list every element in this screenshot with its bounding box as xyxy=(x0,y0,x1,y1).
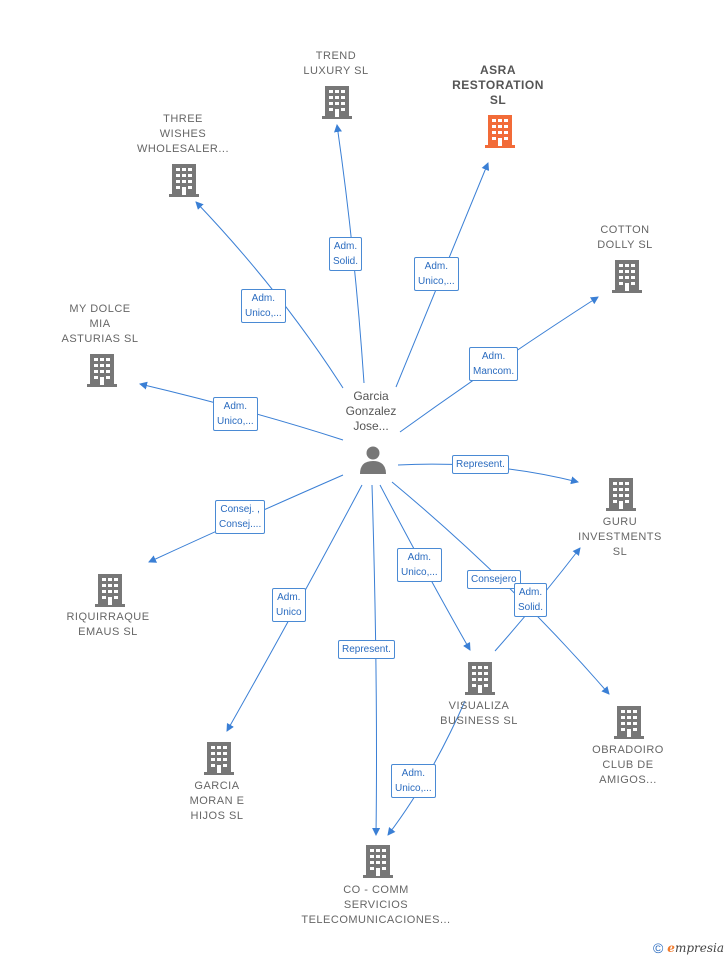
building-icon[interactable] xyxy=(94,572,126,613)
edge-label-garcia[interactable]: Adm. Unico xyxy=(272,588,306,622)
edge-label-asra[interactable]: Adm. Unico,... xyxy=(414,257,459,291)
edge-label-riquirraque[interactable]: Consej. , Consej.... xyxy=(215,500,266,534)
company-label-asra[interactable]: ASRA RESTORATION SL xyxy=(452,63,544,107)
company-label-three[interactable]: THREE WISHES WHOLESALER... xyxy=(136,113,230,155)
building-icon[interactable] xyxy=(321,84,353,125)
building-icon[interactable] xyxy=(362,843,394,884)
edge-label-mydolce[interactable]: Adm. Unico,... xyxy=(213,397,258,431)
company-label-visualiza[interactable]: VISUALIZA BUSINESS SL xyxy=(440,700,518,727)
edge-label-obradoiro[interactable]: Consejero xyxy=(467,570,521,589)
person-name[interactable]: Garcia Gonzalez Jose... xyxy=(345,389,397,433)
company-label-cotton[interactable]: COTTON DOLLY SL xyxy=(597,224,653,251)
building-icon[interactable] xyxy=(203,740,235,781)
building-icon[interactable] xyxy=(613,704,645,745)
edge-label-vis-guru[interactable]: Adm. Solid. xyxy=(514,583,548,617)
edge-label-vis-cocomm[interactable]: Adm. Unico,... xyxy=(391,764,436,798)
company-label-trend[interactable]: TREND LUXURY SL xyxy=(303,50,369,77)
empresia-logo: empresia xyxy=(667,941,724,955)
edge-label-trend[interactable]: Adm. Solid. xyxy=(329,237,363,271)
company-label-guru[interactable]: GURU INVESTMENTS SL xyxy=(578,516,662,558)
building-icon[interactable] xyxy=(484,113,516,154)
company-label-mydolce[interactable]: MY DOLCE MIA ASTURIAS SL xyxy=(61,303,139,345)
edge-label-three[interactable]: Adm. Unico,... xyxy=(241,289,286,323)
edge-label-cocomm[interactable]: Represent. xyxy=(338,640,395,659)
building-icon[interactable] xyxy=(464,660,496,701)
edge-label-visualiza[interactable]: Adm. Unico,... xyxy=(397,548,442,582)
edge-label-guru[interactable]: Represent. xyxy=(452,455,509,474)
company-label-garcia[interactable]: GARCIA MORAN E HIJOS SL xyxy=(189,780,245,822)
copyright-icon: © xyxy=(652,940,664,956)
footer-brand: © empresia xyxy=(653,940,724,956)
building-icon[interactable] xyxy=(168,162,200,203)
building-icon[interactable] xyxy=(605,476,637,517)
person-icon[interactable] xyxy=(358,445,388,480)
company-label-obradoiro[interactable]: OBRADOIRO CLUB DE AMIGOS... xyxy=(592,744,664,786)
company-label-cocomm[interactable]: CO - COMM SERVICIOS TELECOMUNICACIONES..… xyxy=(301,884,451,926)
building-icon[interactable] xyxy=(611,258,643,299)
line-cocomm xyxy=(371,484,381,836)
company-label-riquirraque[interactable]: RIQUIRRAQUE EMAUS SL xyxy=(66,611,150,638)
building-icon[interactable] xyxy=(86,352,118,393)
edge-label-cotton[interactable]: Adm. Mancom. xyxy=(469,347,519,381)
